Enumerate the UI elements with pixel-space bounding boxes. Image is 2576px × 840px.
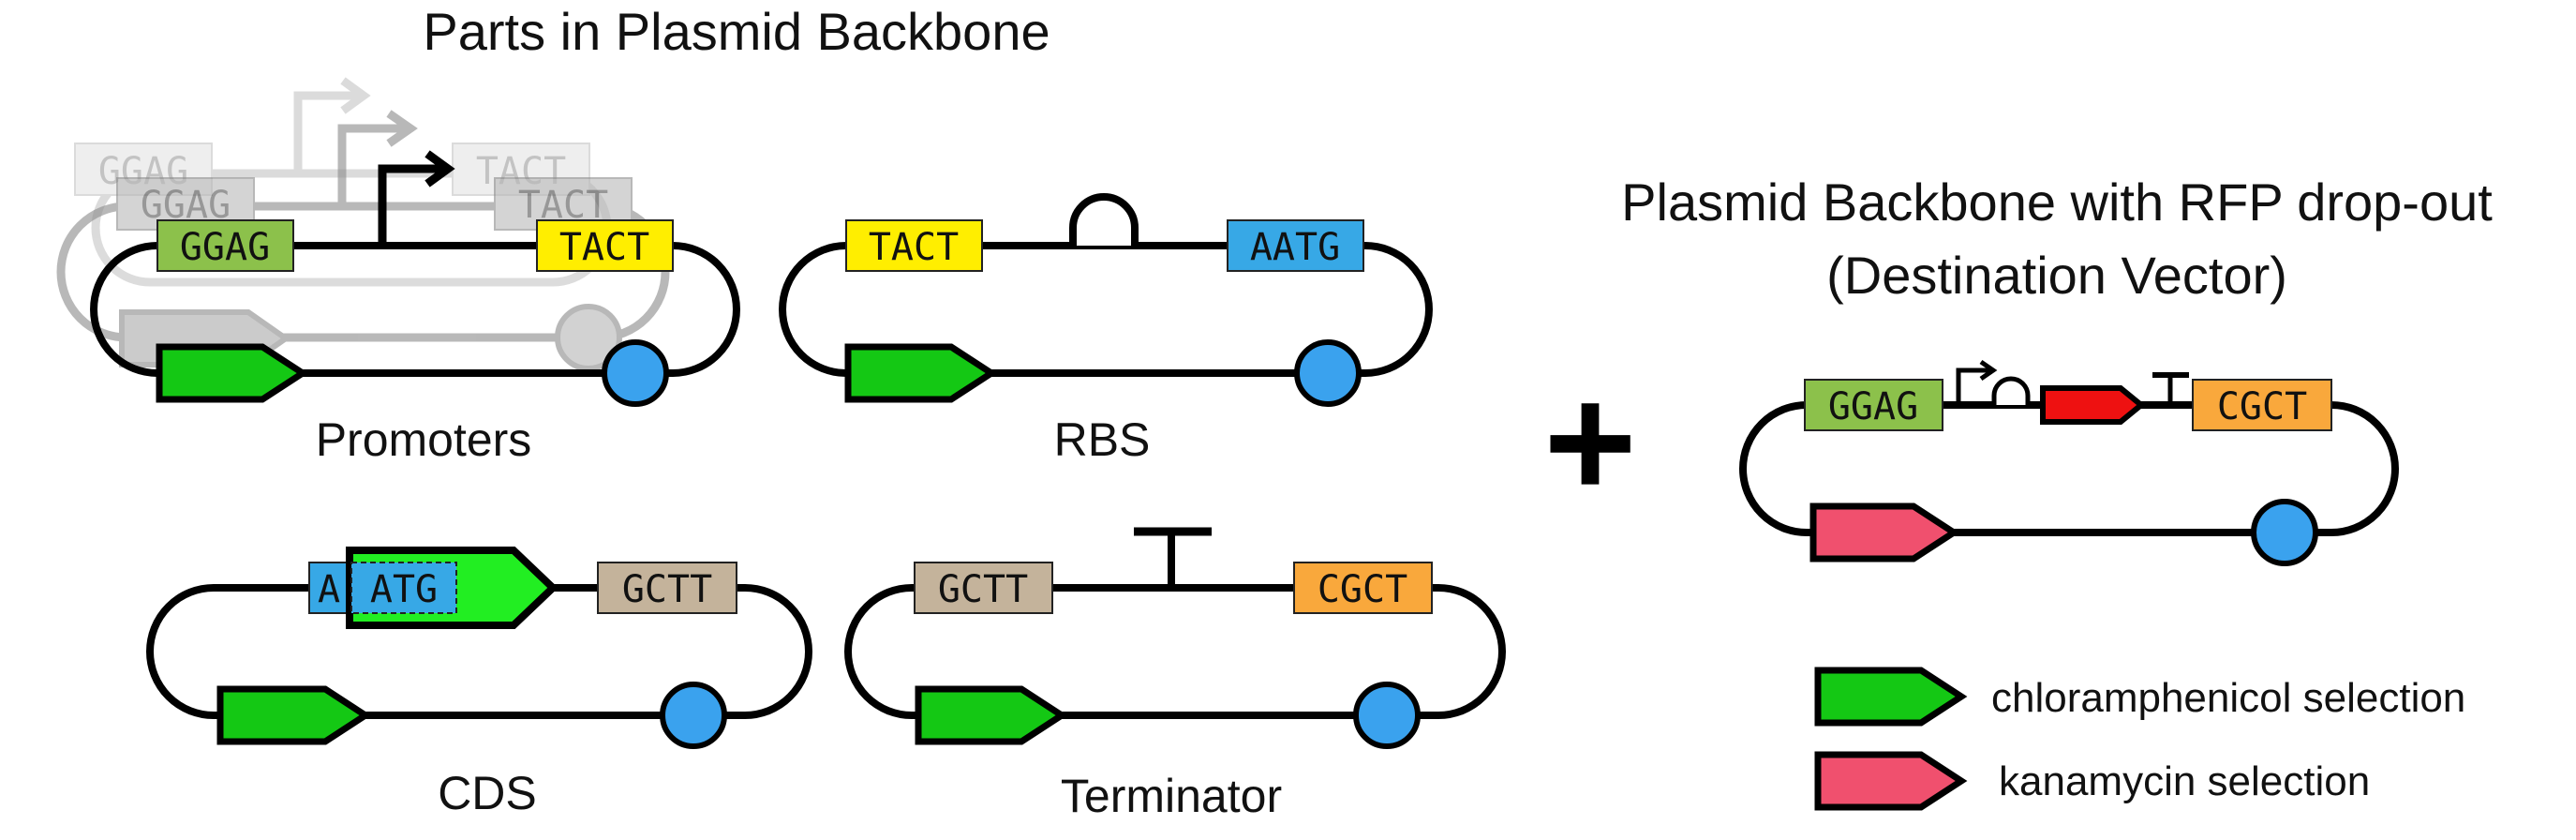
promoter-ghost-back-arrowhead-icon [340,77,371,114]
promoter-backbone [90,242,740,377]
promoter-ghost-mid-arrowhead-icon [386,110,418,147]
destination-ggag-text: GGAG [1828,385,1918,428]
rbs-loop-icon [1069,193,1139,246]
legend: chloramphenicol selection kanamycin sele… [1814,667,2465,811]
rbs-origin-icon [1294,339,1362,407]
rbs-tact-text: TACT [869,226,959,269]
cds-plasmid: A ATG GCTT [146,547,812,749]
promoter-arrowhead-icon [424,150,455,188]
cds-label: CDS [438,767,537,819]
cds-origin-icon [660,682,727,749]
cds-a-overhang-text: A [318,568,340,611]
rbs-aatg-text: AATG [1250,226,1340,269]
promoter-plasmid: GGAG TACT [90,150,740,407]
rbs-backbone [779,242,1433,377]
destination-promoter-arrowhead-icon [1979,359,1998,382]
legend-kanamycin-label: kanamycin selection [1999,758,2370,804]
destination-rbs-loop-icon [1991,376,2031,405]
terminator-gctt-tag [914,562,1053,614]
rbs-label: RBS [1054,413,1151,466]
rbs-tact-tag [845,219,983,272]
destination-promoter-arrow-icon [1956,368,1991,405]
promoter-origin-icon [602,339,669,407]
destination-cgct-tag [2192,379,2332,431]
rbs-aatg-tag [1227,219,1364,272]
rbs-plasmid: TACT AATG [779,193,1433,407]
terminator-origin-icon [1353,682,1421,749]
destination-ggag-tag [1804,379,1943,431]
cds-chloramphenicol-marker-icon [216,685,372,745]
legend-kanamycin-icon [1814,751,1968,811]
promoter-ggag-tag [156,219,294,272]
destination-kanamycin-marker-icon [1809,502,1960,562]
promoters-label: Promoters [316,413,532,466]
destination-plasmid: GGAG CGCT [1739,359,2399,566]
terminator-label: Terminator [1061,770,1282,822]
terminator-backbone [844,584,1506,719]
cds-gctt-tag [597,562,737,614]
promoter-ghost-mid-arrow-icon [337,124,406,206]
promoter-ghost-mid-origin-icon [555,304,622,371]
promoter-ghost-back-arrow-icon [293,91,359,173]
promoter-chloramphenicol-marker-icon [156,343,309,403]
terminator-chloramphenicol-marker-icon [915,685,1068,745]
terminator-plasmid: GCTT CGCT [844,527,1506,749]
destination-title-line1: Plasmid Backbone with RFP drop-out [1621,172,2493,232]
terminator-cgct-text: CGCT [1318,568,1407,611]
promoter-tact-tag [536,219,674,272]
legend-chloramphenicol-label: chloramphenicol selection [1991,675,2465,721]
cds-backbone [146,584,812,719]
cds-atg-text: ATG [370,568,438,611]
terminator-cgct-tag [1293,562,1433,614]
terminator-gctt-text: GCTT [938,568,1028,611]
legend-chloramphenicol-icon [1814,667,1968,727]
promoter-tact-text: TACT [559,226,649,269]
rbs-chloramphenicol-marker-icon [844,343,998,403]
destination-cgct-text: CGCT [2217,385,2307,428]
promoter-ggag-text: GGAG [180,226,270,269]
promoter-arrow-icon [378,164,443,246]
destination-title-line2: (Destination Vector) [1826,246,2287,305]
cds-atg-tag [350,562,457,614]
plus-sign: + [1543,353,1636,532]
parts-title: Parts in Plasmid Backbone [423,2,1050,61]
cds-gctt-text: GCTT [622,568,712,611]
destination-backbone [1739,401,2399,536]
destination-rfp-gene-icon [2040,385,2146,425]
destination-origin-icon [2251,499,2318,566]
